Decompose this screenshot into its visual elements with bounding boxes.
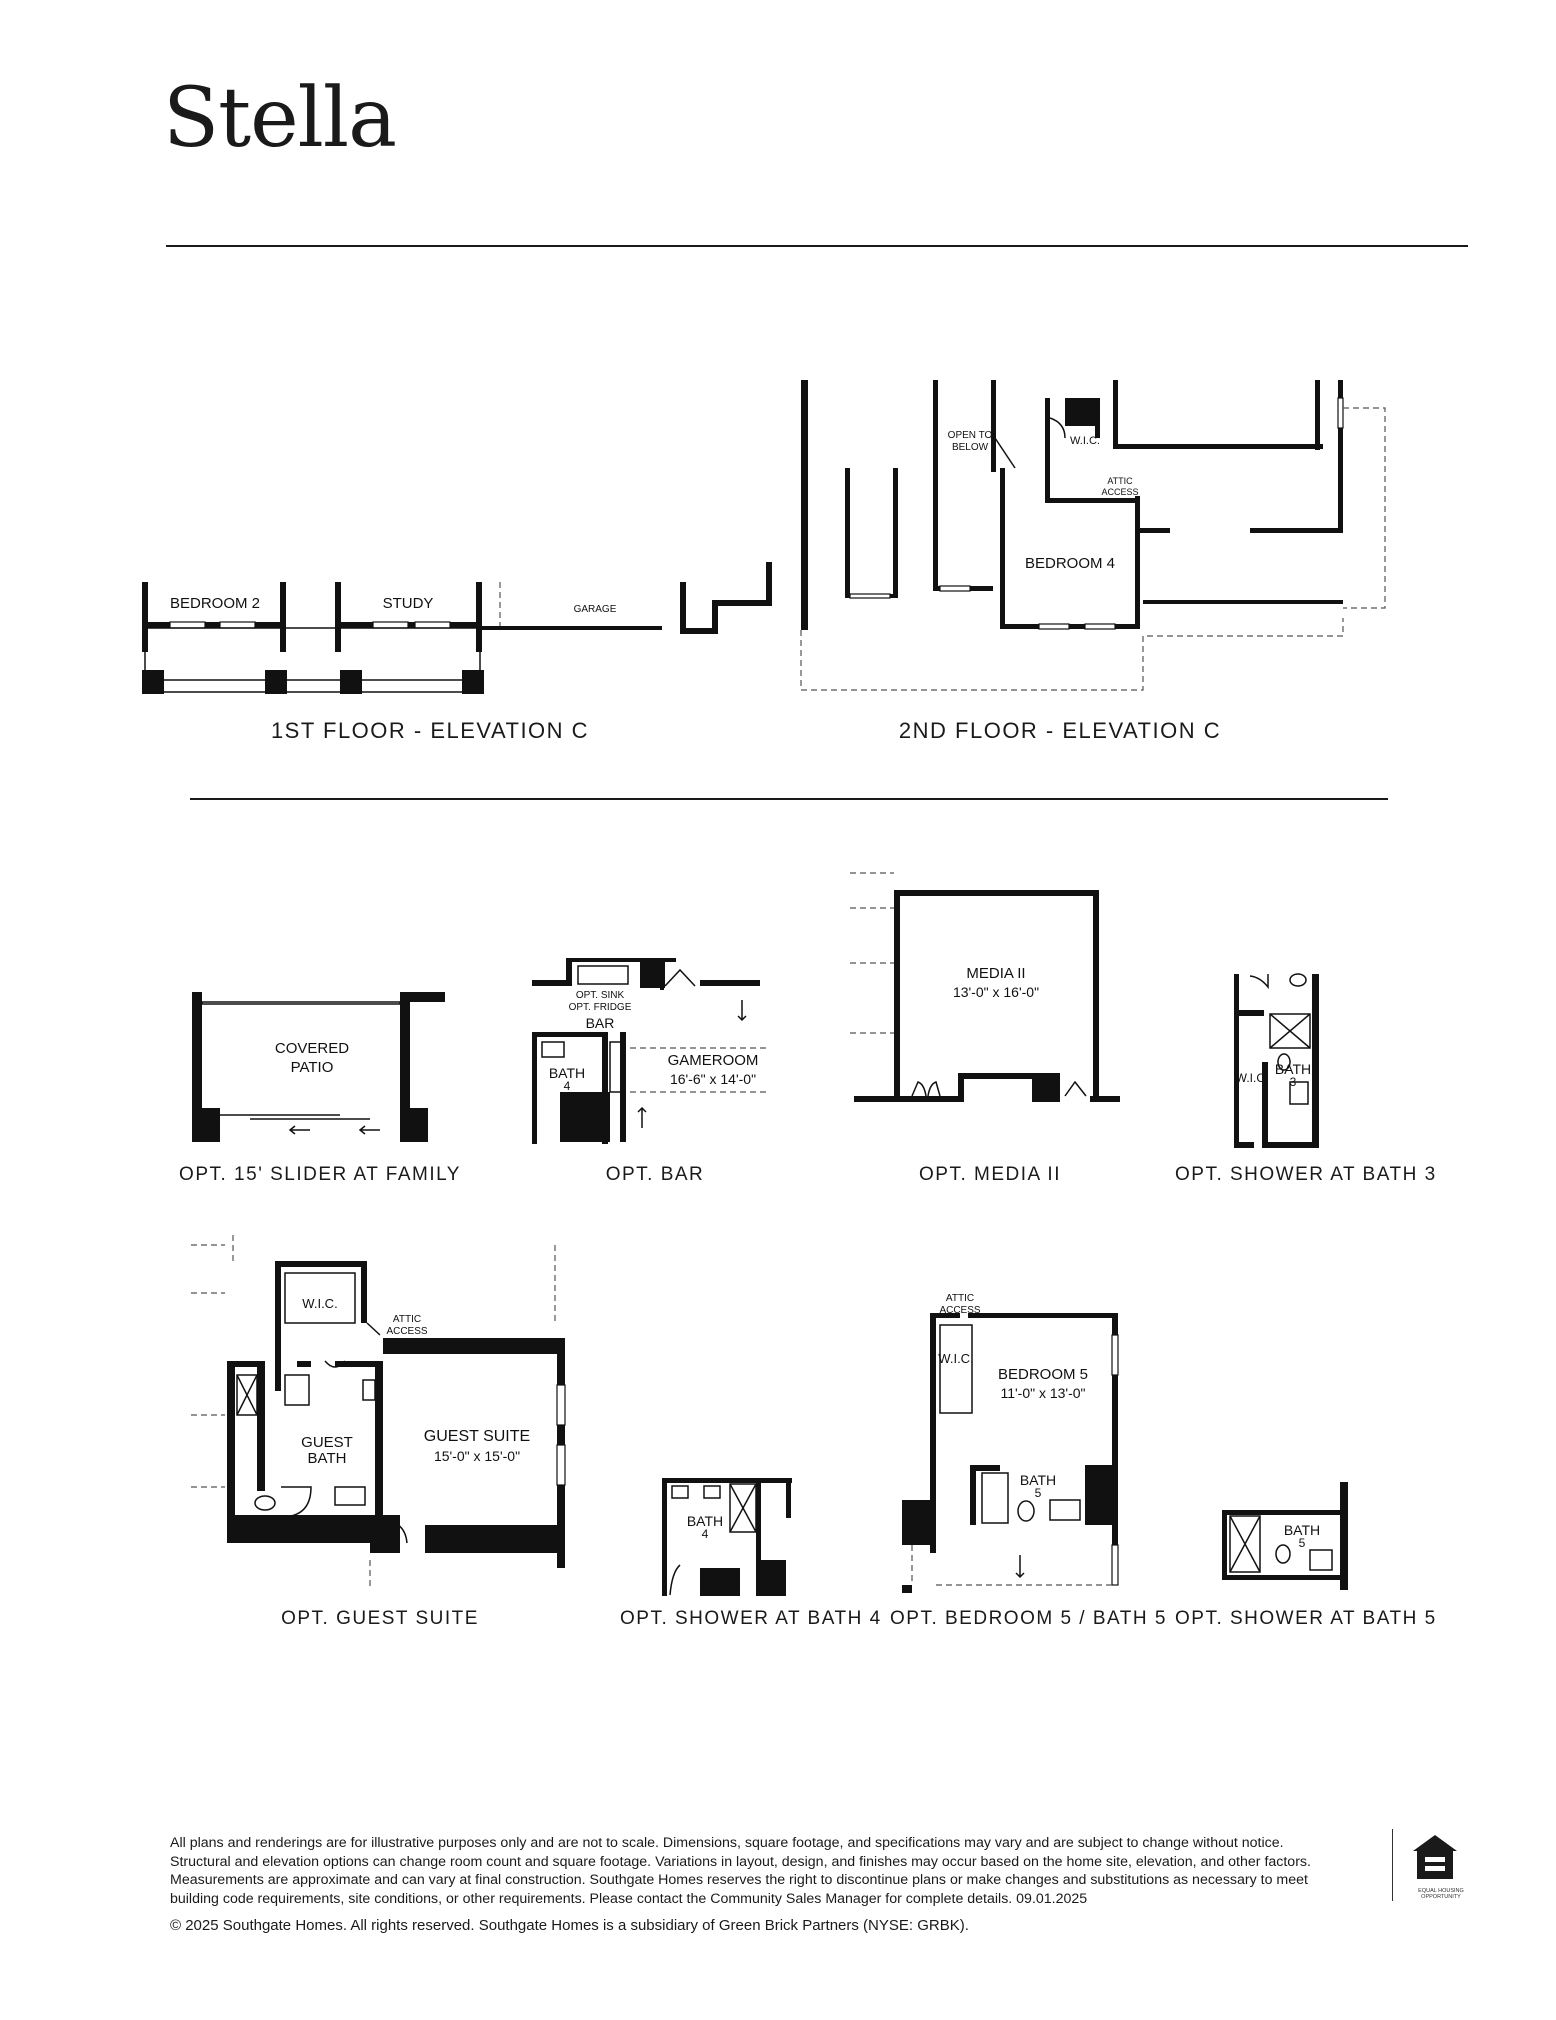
guest-bath-label-2: BATH [308,1450,347,1467]
guest-wic-label: W.I.C. [302,1296,337,1311]
opt-sink-label: OPT. SINK [576,990,625,1001]
covered-patio-label-1: COVERED [275,1040,349,1057]
shower3-bath-label: BATH [1275,1061,1311,1077]
guest-attic-label-2: ACCESS [386,1326,427,1337]
middle-divider [190,798,1388,800]
house-icon [1413,1835,1457,1879]
opt-media-plan: MEDIA II 13'-0" x 16'-0" [850,872,1120,1102]
opt-shower-bath3-caption: OPT. SHOWER AT BATH 3 [1175,1164,1437,1185]
covered-patio-label-2: PATIO [291,1059,334,1076]
bed5-attic-label-1: ATTIC [946,1293,974,1304]
shower3-bath-num: 3 [1290,1075,1297,1089]
bedroom-5-dim-label: 11'-0" x 13'-0" [1000,1385,1085,1401]
opt-media-caption: OPT. MEDIA II [919,1164,1061,1185]
disclaimer-line-2: Structural and elevation options can cha… [170,1853,1311,1870]
plan-title: Stella [163,71,397,166]
bath-5-label: BATH [1020,1472,1056,1488]
bed5-wic-label: W.I.C. [938,1351,973,1366]
disclaimer: All plans and renderings are for illustr… [170,1834,1370,1908]
opt-slider-caption: OPT. 15' SLIDER AT FAMILY [179,1164,461,1185]
shower5-bath-label: BATH [1284,1522,1320,1538]
shower3-wic-label: W.I.C. [1236,1071,1269,1085]
attic-access-label-1: ATTIC [1107,476,1133,486]
opt-shower-bath5-caption: OPT. SHOWER AT BATH 5 [1175,1608,1437,1629]
media-label: MEDIA II [966,965,1025,982]
guest-bath-label-1: GUEST [301,1434,353,1451]
attic-access-label-2: ACCESS [1101,487,1138,497]
opt-guest-suite-caption: OPT. GUEST SUITE [281,1608,479,1629]
bed5-attic-label-2: ACCESS [939,1305,980,1316]
copyright: © 2025 Southgate Homes. All rights reser… [170,1917,969,1934]
opt-bar-plan: OPT. SINK OPT. FRIDGE BAR GAMEROOM 16'-6… [532,958,770,1144]
guest-attic-label-1: ATTIC [393,1314,421,1325]
first-floor-plan: BEDROOM 2 STUDY GARAGE [142,562,772,694]
opt-slider-plan: COVERED PATIO [192,992,445,1142]
bedroom-4-label: BEDROOM 4 [1025,555,1115,572]
disclaimer-line-4: building code requirements, site conditi… [170,1890,1088,1907]
opt-bedroom5-caption: OPT. BEDROOM 5 / BATH 5 [890,1608,1167,1629]
media-dim-label: 13'-0" x 16'-0" [953,984,1039,1000]
equal-housing-logo [1392,1829,1475,1901]
top-divider [166,245,1468,247]
open-to-below-label-2: BELOW [952,442,989,453]
disclaimer-line-1: All plans and renderings are for illustr… [170,1835,1284,1851]
study-label: STUDY [383,595,434,612]
shower5-bath-num: 5 [1299,1536,1306,1550]
opt-shower-bath5-plan: BATH 5 [1222,1482,1348,1590]
disclaimer-line-3: Measurements are approximate and can var… [170,1872,1308,1888]
second-floor-plan: OPEN TO BELOW W.I.C. ATTIC ACCESS BEDROO… [800,380,1386,691]
opt-fridge-label: OPT. FRIDGE [569,1002,632,1013]
opt-shower-bath4-plan: BATH 4 [662,1478,792,1596]
bath-4-label: BATH [549,1065,585,1081]
wic-label: W.I.C. [1070,435,1100,447]
guest-suite-label: GUEST SUITE [424,1428,530,1445]
gameroom-dim-label: 16'-6" x 14'-0" [670,1071,756,1087]
bedroom-5-label: BEDROOM 5 [998,1366,1088,1383]
equal-housing-label: EQUAL HOUSING OPPORTUNITY [1418,1888,1464,1900]
shower4-bath-num: 4 [702,1527,709,1541]
opt-bar-caption: OPT. BAR [605,1164,705,1185]
opt-shower-bath3-plan: W.I.C. BATH 3 [1234,973,1319,1148]
second-floor-caption: 2ND FLOOR - ELEVATION C [898,718,1222,743]
opt-shower-bath4-caption: OPT. SHOWER AT BATH 4 [620,1608,882,1629]
first-floor-caption: 1ST FLOOR - ELEVATION C [270,718,590,743]
bar-label: BAR [586,1015,615,1031]
garage-label: GARAGE [574,604,617,615]
opt-bedroom5-plan: ATTIC ACCESS W.I.C. BEDROOM 5 11'-0" x 1… [902,1293,1119,1593]
bath-4-num: 4 [564,1079,571,1093]
shower4-bath-label: BATH [687,1513,723,1529]
guest-suite-dim-label: 15'-0" x 15'-0" [434,1448,520,1464]
opt-guest-suite-plan: W.I.C. ATTIC ACCESS GUEST BATH GUEST SUI… [191,1235,566,1590]
open-to-below-label-1: OPEN TO [948,430,993,441]
gameroom-label: GAMEROOM [668,1052,759,1069]
bedroom-2-label: BEDROOM 2 [170,595,260,612]
bath-5-num: 5 [1035,1486,1042,1500]
